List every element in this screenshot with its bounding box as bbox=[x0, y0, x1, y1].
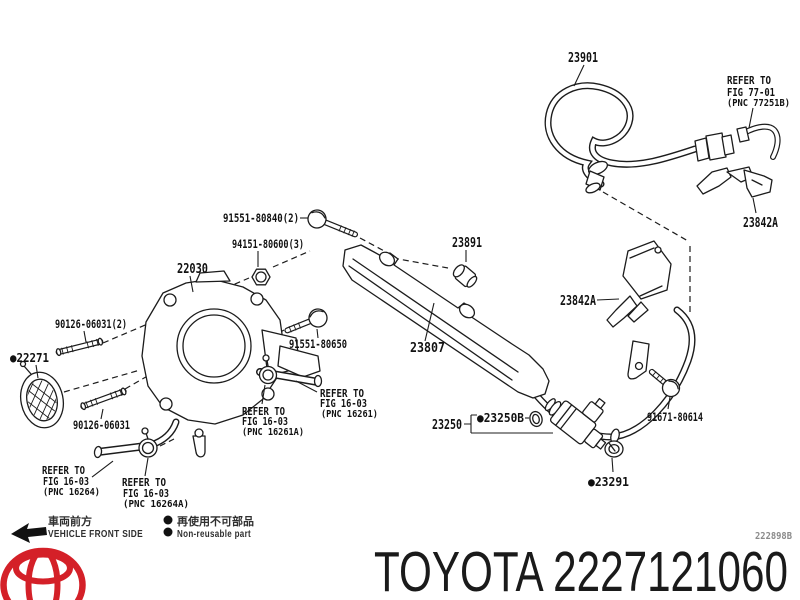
toyota-logo-icon bbox=[0, 547, 86, 600]
refer-16264-pnc: (PNC 16264) bbox=[43, 487, 100, 498]
fuel-rail-drawing bbox=[342, 244, 550, 399]
refer-16261a-pnc: (PNC 16261A) bbox=[242, 427, 304, 438]
refer-16261-pnc: (PNC 16261) bbox=[321, 409, 378, 420]
stud-lower-drawing bbox=[80, 387, 127, 411]
part-label-fuel-hose: 23901 bbox=[568, 51, 598, 66]
legend-front-en: VEHICLE FRONT SIDE bbox=[48, 529, 143, 540]
fuel-hose-drawing bbox=[544, 82, 735, 194]
part-label-bolt-mid: 91551-80650 bbox=[289, 337, 347, 351]
refer-note-fig-77-01: REFER TO FIG 77-01 (PNC 77251B) bbox=[727, 74, 790, 109]
vehicle-front-arrow-icon bbox=[11, 523, 47, 543]
refer-16264-line1: REFER TO bbox=[42, 464, 85, 477]
part-label-damper-cap: 23891 bbox=[452, 236, 482, 251]
part-label-clamp-mid: 23842A bbox=[560, 294, 596, 309]
refer-16261a-line1: REFER TO bbox=[242, 405, 285, 418]
nut-drawing bbox=[251, 268, 271, 286]
refer-note-16261a: REFER TO FIG 16-03 (PNC 16261A) bbox=[242, 405, 304, 438]
part-label-fuel-rail: 23807 bbox=[410, 341, 445, 356]
gasket-drawing bbox=[19, 360, 65, 429]
leader-lines bbox=[35, 64, 757, 478]
oring-drawing bbox=[529, 410, 543, 428]
refer-note-16264: REFER TO FIG 16-03 (PNC 16264) bbox=[42, 464, 100, 498]
refer-16264a-line1: REFER TO bbox=[122, 476, 166, 489]
stud-upper-drawing bbox=[55, 337, 104, 357]
refer-77-01-line2: FIG 77-01 bbox=[727, 86, 775, 99]
refer-77-01-pnc: (PNC 77251B) bbox=[727, 98, 790, 109]
refer-16264-line2: FIG 16-03 bbox=[43, 475, 89, 488]
part-label-stud-lower: 90126-06031 bbox=[73, 418, 130, 432]
refer-16264a-line2: FIG 16-03 bbox=[123, 487, 169, 500]
injector-drawing bbox=[544, 397, 607, 450]
part-label-clamp-top: 23842A bbox=[743, 216, 778, 231]
refer-note-16261: REFER TO FIG 16-03 (PNC 16261) bbox=[320, 387, 378, 420]
non-reusable-bullet-icon bbox=[163, 515, 173, 525]
bolt-mid-drawing bbox=[284, 308, 328, 334]
part-label-injector: 23250 bbox=[432, 418, 462, 433]
part-label-bolt-right: 91671-80614 bbox=[647, 410, 703, 424]
pipe-clamp-mid-drawing bbox=[606, 240, 672, 328]
refer-77-01-line1: REFER TO bbox=[727, 74, 771, 87]
part-label-nut: 94151-80600(3) bbox=[232, 237, 304, 251]
refer-16261-line1: REFER TO bbox=[320, 387, 364, 400]
pipe-clamp-top-drawing bbox=[696, 166, 773, 198]
part-label-grommet: ●23291 bbox=[588, 475, 629, 489]
legend-non-reusable-jp: 再使用不可部品 bbox=[177, 514, 254, 528]
part-label-oring: ●23250B bbox=[477, 411, 524, 425]
refer-16264a-pnc: (PNC 16264A) bbox=[123, 499, 189, 510]
legend-front-jp: 車両前方 bbox=[48, 514, 92, 528]
water-bypass-pipe-drawing bbox=[256, 354, 323, 388]
grommet-drawing bbox=[604, 440, 624, 458]
water-hose-drawing bbox=[93, 427, 158, 459]
part-label-bolt-upper: 91551-80840(2) bbox=[223, 211, 299, 225]
return-tube-drawing bbox=[736, 123, 781, 160]
part-label-stud-upper: 90126-06031(2) bbox=[55, 317, 127, 331]
legend-non-reusable-en: Non-reusable part bbox=[177, 529, 251, 540]
part-label-gasket: ●22271 bbox=[10, 351, 49, 365]
part-label-throttle-body: 22030 bbox=[177, 262, 208, 277]
legend: 車両前方 VEHICLE FRONT SIDE 再使用不可部品 Non-reus… bbox=[11, 514, 254, 543]
damper-cap-drawing bbox=[452, 264, 478, 288]
non-reusable-bullet-icon bbox=[163, 527, 173, 537]
refer-16261a-line2: FIG 16-03 bbox=[242, 415, 288, 428]
figure-code: 222898B bbox=[755, 531, 792, 542]
bolt-upper-drawing bbox=[307, 209, 359, 238]
refer-note-16264a: REFER TO FIG 16-03 (PNC 16264A) bbox=[122, 476, 189, 510]
refer-16261-line2: FIG 16-03 bbox=[320, 397, 367, 410]
throttle-body-drawing bbox=[141, 270, 321, 458]
footer-caption: TOYOTA 2227121060 bbox=[374, 540, 788, 600]
bolt-right-drawing bbox=[648, 368, 681, 398]
